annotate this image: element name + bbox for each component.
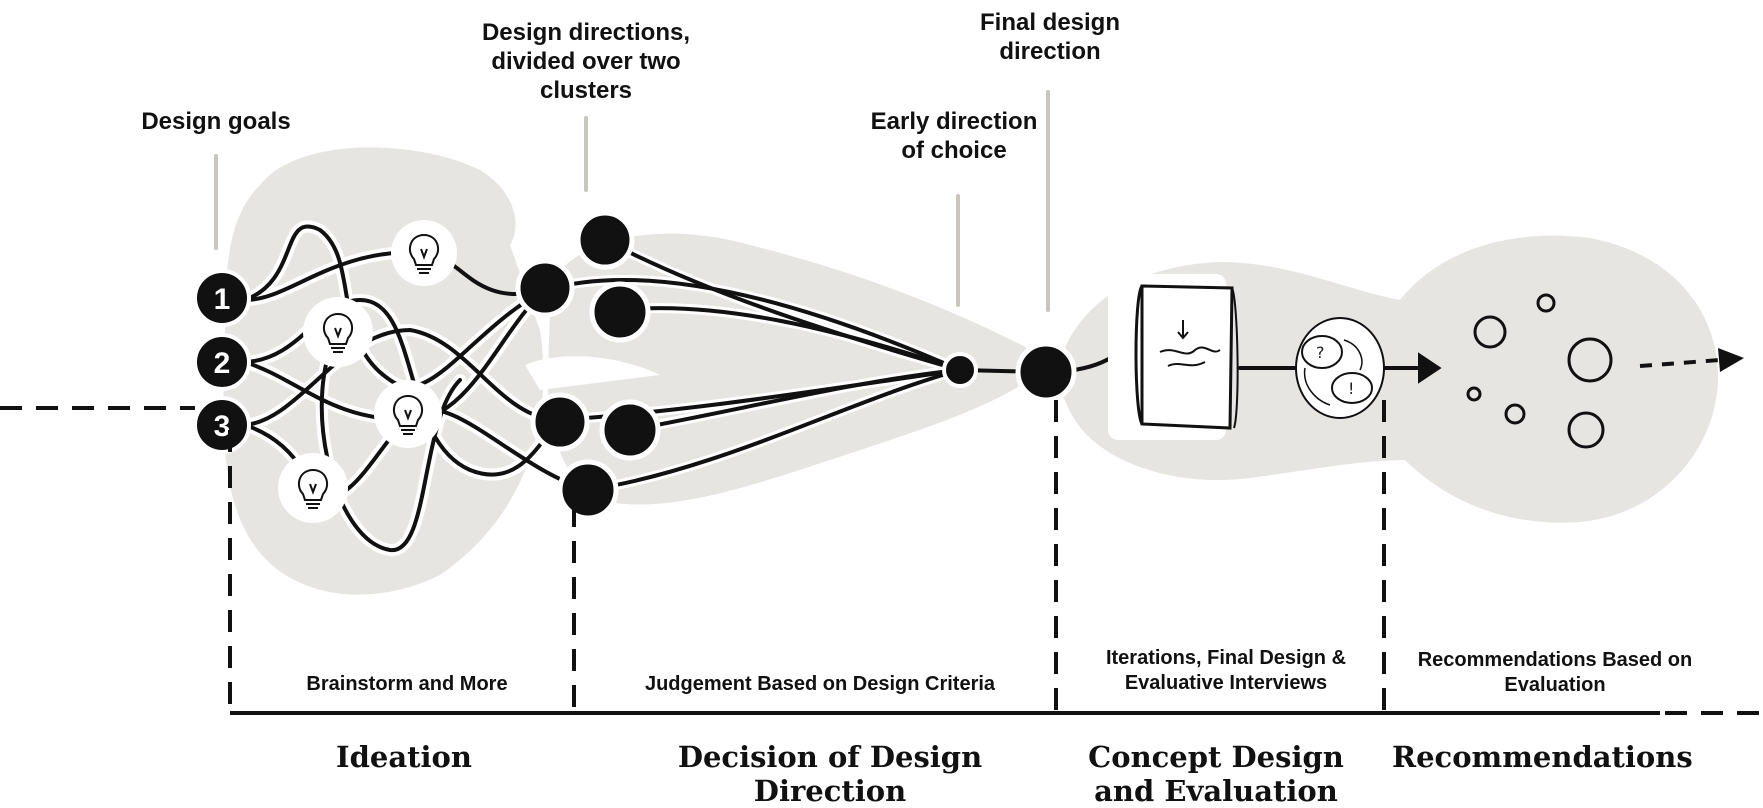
outgoing-dashed-line (1639, 358, 1721, 368)
speech-bubbles-icon: ? ! (1295, 317, 1385, 419)
label-recommendations-based: Recommendations Based on Evaluation (1417, 649, 1693, 696)
lightbulb-icon (374, 380, 442, 448)
outgoing-arrowhead (1718, 348, 1744, 372)
white-notch (525, 356, 660, 390)
decision-blob (547, 233, 1050, 505)
label-final-direction: Final design direction (979, 9, 1120, 65)
phase-ideation: Ideation (336, 740, 472, 774)
phase-decision: Decision of Design Direction (677, 740, 983, 808)
phase-recommendations: Recommendations (1392, 740, 1693, 774)
label-iterations: Iterations, Final Design & Evaluative In… (1105, 647, 1347, 694)
direction-nodes (515, 210, 661, 521)
phase-dividers (228, 400, 1386, 715)
svg-text:3: 3 (214, 410, 231, 443)
flow-arrows (0, 348, 1744, 410)
goal-nodes: 1 2 3 (193, 269, 251, 454)
book-icon (1108, 274, 1239, 440)
label-early-direction: Early direction of choice (870, 108, 1038, 164)
goal-node-2: 2 (193, 333, 251, 391)
final-direction-node (1015, 341, 1077, 403)
early-direction-node (942, 352, 978, 388)
goal-node-3: 3 (193, 396, 251, 454)
bubbles-icon (1466, 293, 1613, 449)
idea-nodes (278, 220, 457, 523)
direction-node (589, 281, 651, 343)
label-design-goals: Design goals (141, 108, 291, 135)
direction-node (575, 210, 635, 270)
label-stalks (214, 90, 1050, 312)
direction-node (530, 392, 590, 452)
svg-text:?: ? (1316, 343, 1325, 362)
direction-node (599, 399, 661, 461)
label-brainstorm: Brainstorm and More (306, 673, 508, 695)
label-judgement: Judgement Based on Design Criteria (644, 673, 996, 695)
lightbulb-icon (391, 220, 457, 286)
phase-concept: Concept Design and Evaluation (1088, 740, 1344, 808)
svg-text:2: 2 (214, 347, 231, 380)
direction-node (557, 459, 619, 521)
lightbulb-icon (278, 453, 348, 523)
direction-node (515, 258, 575, 318)
svg-text:!: ! (1348, 379, 1354, 398)
svg-text:1: 1 (214, 283, 231, 316)
goal-node-1: 1 (193, 269, 251, 327)
lightbulb-icon (303, 297, 373, 367)
label-design-directions: Design directions, divided over two clus… (481, 19, 691, 104)
